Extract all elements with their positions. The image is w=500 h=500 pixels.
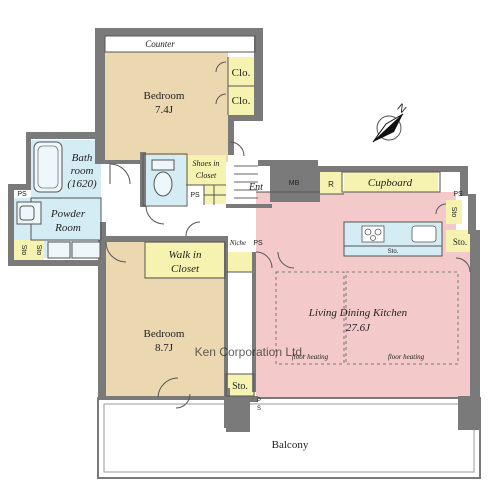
sto-right-a-area bbox=[446, 200, 462, 224]
walls bbox=[8, 28, 480, 432]
clo-1-label: Clo. bbox=[232, 67, 251, 79]
watermark: Ken Corporation Ltd. bbox=[195, 345, 306, 359]
shoes-closet-area bbox=[186, 155, 226, 185]
ps-niche-label: PS bbox=[253, 240, 263, 247]
ldk-size: 27.6J bbox=[346, 322, 371, 334]
walkin-closet-area bbox=[145, 243, 225, 277]
ent-label: Ent bbox=[248, 182, 263, 193]
sto-niche-strip bbox=[226, 252, 256, 272]
compass-n-label: N bbox=[394, 102, 408, 116]
sto-right-a-label: Sto bbox=[450, 207, 457, 218]
ps-left-label: PS bbox=[17, 191, 27, 198]
bedroom-1-size: 7.4J bbox=[155, 104, 174, 116]
mb-label: MB bbox=[289, 180, 300, 187]
sto-powder-a-area bbox=[30, 240, 44, 260]
sto-kitchen-counter-label: Sto. bbox=[388, 249, 399, 255]
walkin-label-2: Closet bbox=[171, 263, 200, 275]
floor-heating-label-1: floor heating bbox=[292, 353, 329, 361]
sto-powder-a-label: Sto bbox=[35, 245, 42, 256]
bedroom-2-size: 8.7J bbox=[155, 342, 174, 354]
clo-2-label: Clo. bbox=[232, 95, 251, 107]
r-area bbox=[320, 172, 342, 194]
kitchen-island bbox=[343, 221, 443, 257]
toilet bbox=[151, 159, 175, 197]
bath-label-1: Bath bbox=[72, 152, 93, 164]
doors bbox=[105, 61, 471, 409]
ps-right-label: PS bbox=[453, 191, 463, 198]
ps-bottom-label-2: S bbox=[257, 406, 261, 412]
shoes-label-1: Shoes in bbox=[193, 159, 220, 168]
bedroom-2-name: Bedroom bbox=[144, 328, 185, 340]
sto-bottom-area bbox=[227, 374, 255, 396]
walkin-label-1: Walk in bbox=[169, 249, 202, 261]
bedroom-1-area bbox=[105, 52, 228, 162]
sto-powder-b-label: Sto bbox=[20, 245, 27, 256]
r-label: R bbox=[328, 180, 334, 189]
cupboard-label: Cupboard bbox=[368, 177, 413, 189]
ldk-name: Living Dining Kitchen bbox=[308, 307, 408, 319]
compass-icon bbox=[372, 113, 404, 143]
entry-steps bbox=[234, 165, 258, 199]
ldk-area-right bbox=[456, 232, 474, 397]
sto-powder-b-area bbox=[14, 240, 30, 260]
shoes-label-2: Closet bbox=[196, 171, 217, 180]
bathtub bbox=[33, 141, 63, 193]
cupboard-area bbox=[344, 172, 438, 192]
bedroom-1-name: Bedroom bbox=[144, 90, 185, 102]
floor-heating-zones bbox=[275, 271, 459, 365]
ps-bottom-label-1: P bbox=[257, 398, 261, 404]
sto-right-b-label: Sto. bbox=[453, 237, 467, 247]
vanity bbox=[16, 201, 101, 259]
floor-heating-label-2: floor heating bbox=[388, 353, 425, 361]
niche-label: Niche bbox=[229, 239, 246, 247]
counter-label: Counter bbox=[145, 39, 175, 49]
sto-bottom-label: Sto. bbox=[232, 381, 248, 392]
ps-shoes-label: PS bbox=[190, 192, 200, 199]
balcony bbox=[97, 397, 481, 479]
powder-label-2: Room bbox=[54, 222, 81, 234]
balcony-label: Balcony bbox=[272, 439, 309, 451]
powder-label-1: Powder bbox=[50, 208, 86, 220]
sto-right-b-area bbox=[446, 230, 474, 252]
bath-label-3: (1620) bbox=[67, 178, 97, 190]
bath-label-2: room bbox=[71, 165, 94, 177]
